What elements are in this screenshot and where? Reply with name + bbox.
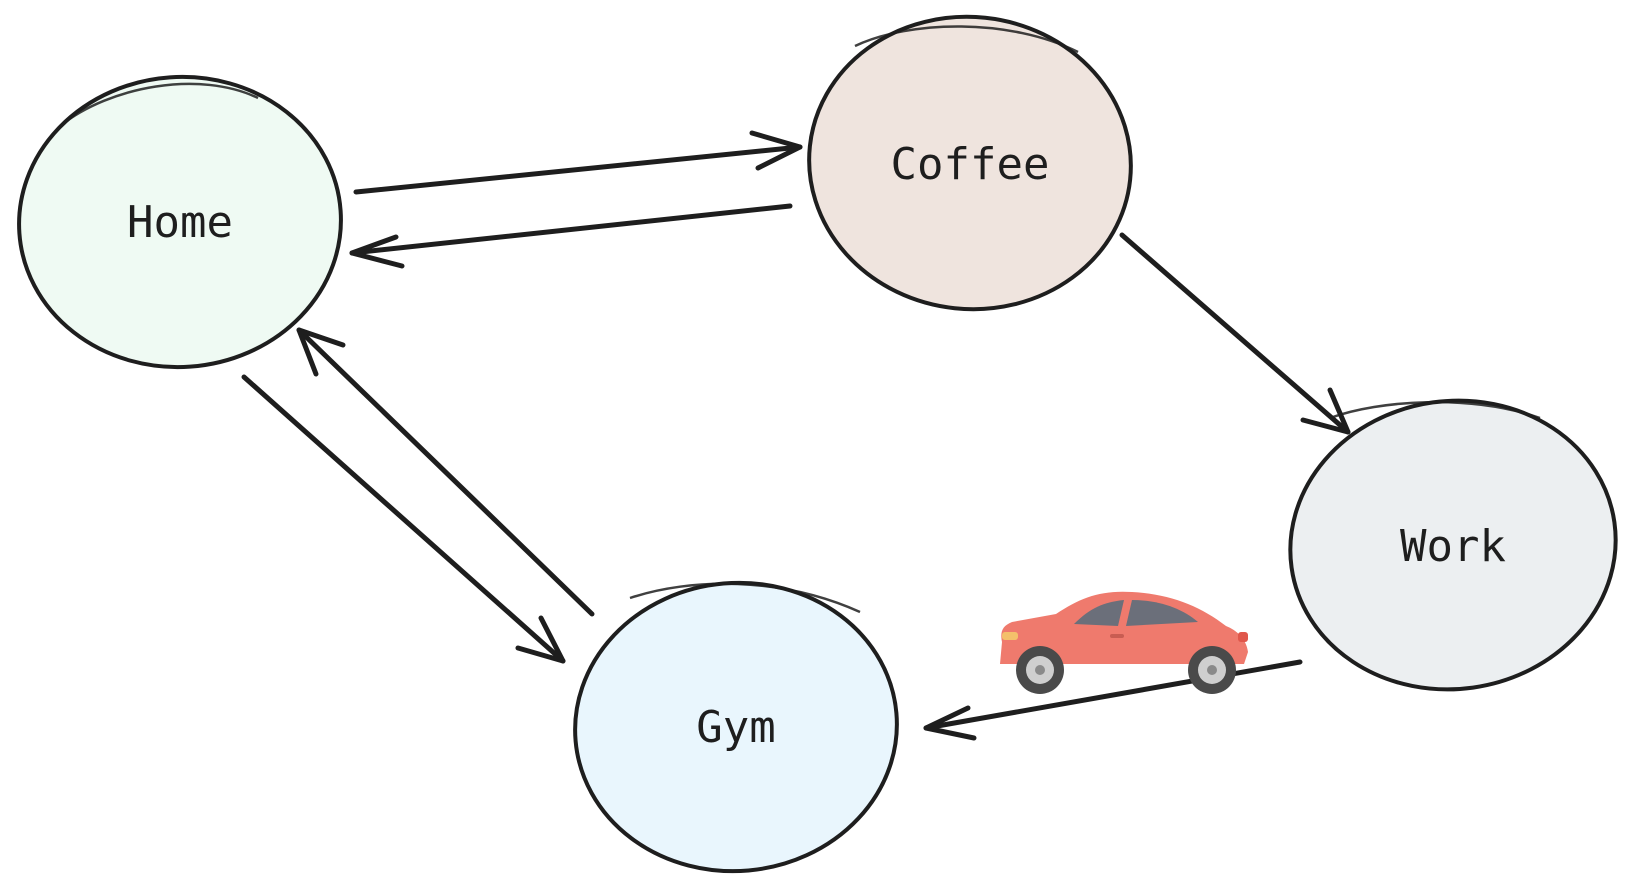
- edge-home-to-gym[interactable]: [241, 374, 566, 664]
- node-home-label: Home: [127, 197, 233, 248]
- car-taillight: [1238, 632, 1248, 642]
- node-coffee[interactable]: Coffee: [795, 1, 1146, 325]
- car-wheel-rear: [1188, 646, 1236, 694]
- node-gym[interactable]: Gym: [563, 570, 909, 885]
- car-wheel-front: [1016, 646, 1064, 694]
- car-window-rear: [1126, 600, 1198, 626]
- edges: [241, 130, 1351, 741]
- car-icon: [1000, 591, 1248, 694]
- edge-coffee-to-home[interactable]: [349, 203, 793, 269]
- node-coffee-circle: [807, 14, 1133, 312]
- car-handle: [1110, 634, 1124, 638]
- node-work-label: Work: [1400, 521, 1506, 572]
- edge-work-to-gym[interactable]: [923, 659, 1303, 741]
- edge-home-to-coffee[interactable]: [353, 130, 803, 195]
- node-home[interactable]: Home: [9, 66, 350, 378]
- node-home-circle: [17, 74, 343, 370]
- car-window-front: [1074, 600, 1124, 626]
- edge-gym-to-home[interactable]: [296, 327, 595, 617]
- node-work[interactable]: Work: [1272, 380, 1629, 711]
- edge-coffee-to-work[interactable]: [1119, 232, 1351, 435]
- node-gym-label: Gym: [696, 702, 775, 753]
- node-coffee-label: Coffee: [891, 139, 1050, 190]
- car-headlight: [1002, 632, 1018, 640]
- car-body: [1000, 591, 1248, 664]
